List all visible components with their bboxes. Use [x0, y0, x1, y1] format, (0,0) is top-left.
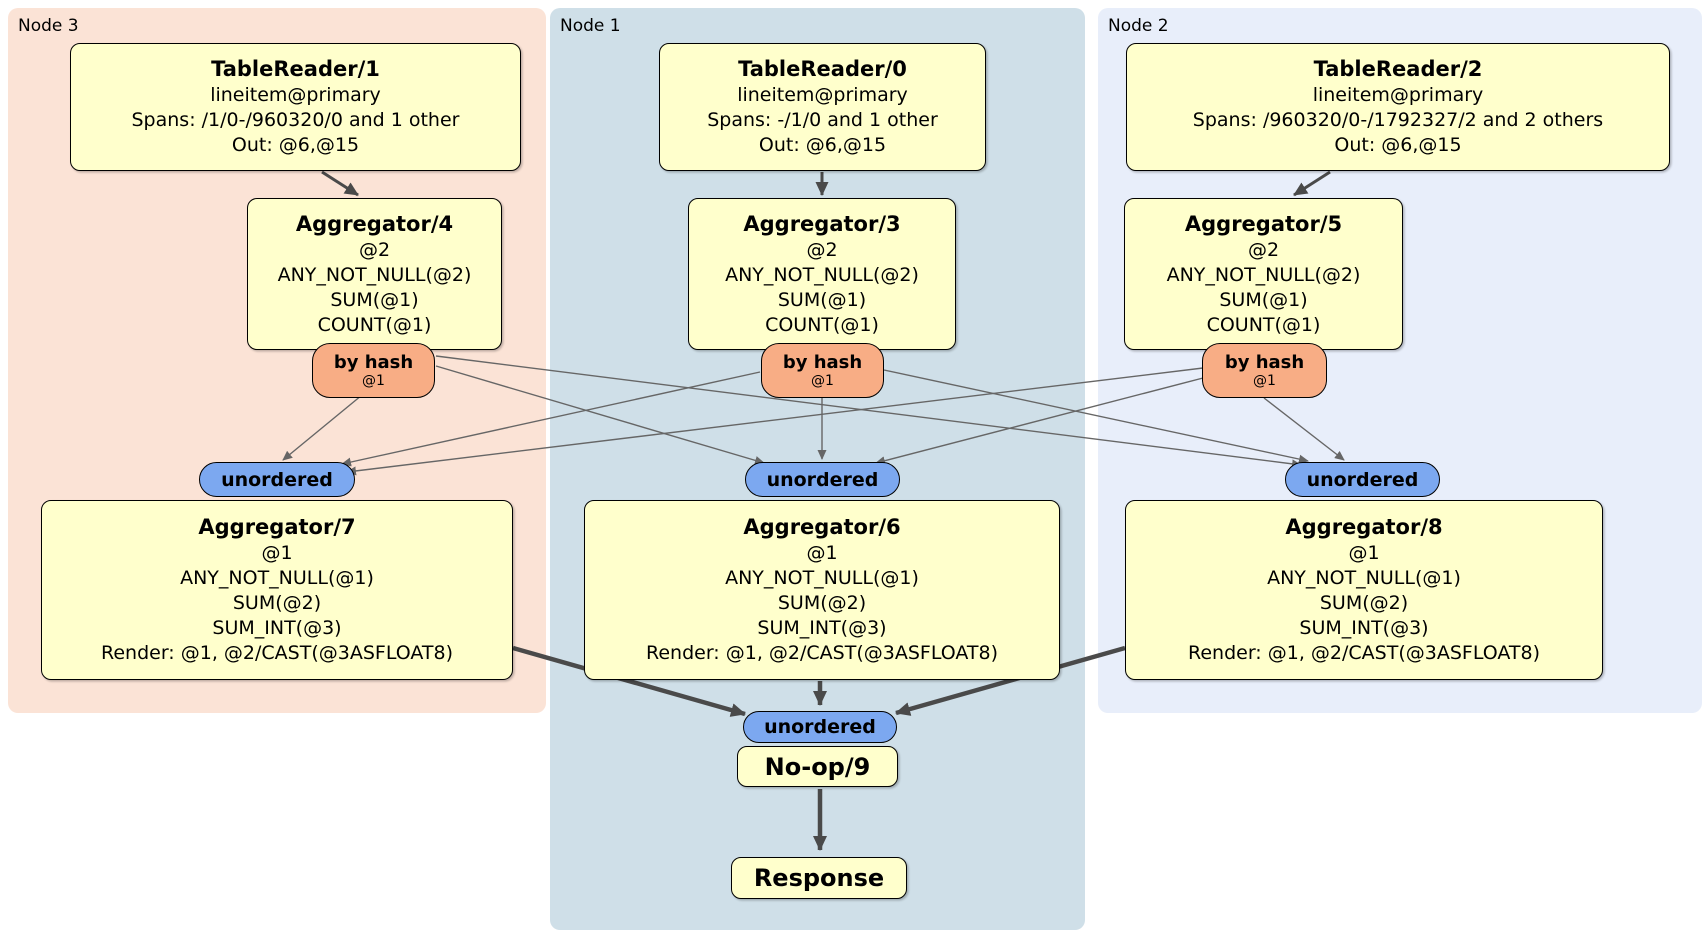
- aggregator-4-fn-anynotnull: ANY_NOT_NULL(@2): [277, 263, 472, 286]
- hash-router-node3-label: by hash: [333, 351, 414, 373]
- hash-router-node1-detail: @1: [811, 372, 834, 389]
- edge-tablereader2-aggregator5: [1293, 170, 1331, 197]
- edge-hash2-sync2: [1263, 397, 1345, 461]
- aggregator-5-fn-anynotnull: ANY_NOT_NULL(@2): [1166, 263, 1361, 286]
- sync-unordered-node3-label: unordered: [221, 468, 333, 491]
- edge-hash3-sync1: [435, 365, 765, 465]
- sync-unordered-node3: unordered: [199, 462, 355, 497]
- aggregator-8-fn-anynotnull: ANY_NOT_NULL(@1): [1267, 567, 1461, 589]
- sync-unordered-node2-label: unordered: [1306, 468, 1419, 491]
- aggregator-4-fn-sum: SUM(@1): [330, 288, 419, 311]
- aggregator-7-title: Aggregator/7: [198, 515, 356, 539]
- aggregator-5-title: Aggregator/5: [1184, 211, 1343, 236]
- tablereader-0-out: Out: @6,@15: [758, 134, 887, 156]
- hash-router-node3-detail: @1: [362, 372, 385, 389]
- aggregator-4-title: Aggregator/4: [295, 211, 454, 236]
- tablereader-1-spans: Spans: /1/0-/960320/0 and 1 other: [131, 109, 460, 131]
- aggregator-4-groupcols: @2: [358, 238, 391, 261]
- aggregator-3-box: Aggregator/3 @2 ANY_NOT_NULL(@2) SUM(@1)…: [688, 198, 956, 350]
- hash-router-node2-label: by hash: [1224, 351, 1305, 373]
- edge-hash2-sync3: [346, 367, 1204, 476]
- tablereader-1-box: TableReader/1 lineitem@primary Spans: /1…: [70, 43, 521, 171]
- aggregator-7-fn-sum: SUM(@2): [232, 592, 322, 614]
- hash-router-node3: by hash @1: [312, 343, 435, 398]
- aggregator-7-render: Render: @1, @2/CAST(@3ASFLOAT8): [101, 642, 453, 664]
- aggregator-3-fn-anynotnull: ANY_NOT_NULL(@2): [725, 263, 919, 286]
- edge-hash1-sync2: [883, 369, 1309, 464]
- aggregator-6-groupcols: @1: [806, 542, 838, 564]
- edge-hash1-sync3: [341, 371, 761, 467]
- tablereader-1-title: TableReader/1: [211, 57, 380, 81]
- edge-aggregator7-finalsync: [512, 645, 746, 717]
- tablereader-2-out: Out: @6,@15: [1334, 134, 1462, 156]
- aggregator-6-fn-anynotnull: ANY_NOT_NULL(@1): [725, 567, 919, 589]
- tablereader-1-out: Out: @6,@15: [231, 134, 360, 156]
- sync-unordered-final: unordered: [743, 711, 897, 743]
- aggregator-6-title: Aggregator/6: [743, 515, 901, 539]
- aggregator-8-fn-sumint: SUM_INT(@3): [1299, 617, 1429, 639]
- noop-9-box: No-op/9: [737, 746, 898, 787]
- tablereader-2-title: TableReader/2: [1313, 57, 1483, 81]
- tablereader-0-spans: Spans: -/1/0 and 1 other: [707, 109, 938, 131]
- aggregator-3-title: Aggregator/3: [743, 211, 901, 236]
- aggregator-8-box: Aggregator/8 @1 ANY_NOT_NULL(@1) SUM(@2)…: [1125, 500, 1603, 680]
- aggregator-6-box: Aggregator/6 @1 ANY_NOT_NULL(@1) SUM(@2)…: [584, 500, 1060, 680]
- aggregator-8-groupcols: @1: [1348, 542, 1380, 564]
- aggregator-7-groupcols: @1: [261, 542, 293, 564]
- aggregator-8-fn-sum: SUM(@2): [1319, 592, 1409, 614]
- aggregator-7-fn-sumint: SUM_INT(@3): [212, 617, 342, 639]
- tablereader-0-title: TableReader/0: [738, 57, 907, 81]
- response-title: Response: [753, 864, 885, 892]
- aggregator-7-fn-anynotnull: ANY_NOT_NULL(@1): [180, 567, 374, 589]
- sync-unordered-final-label: unordered: [764, 716, 876, 738]
- hash-router-node2: by hash @1: [1202, 343, 1327, 398]
- edge-hash3-sync2: [435, 355, 1302, 469]
- edge-tablereader1-aggregator4: [321, 170, 359, 197]
- hash-router-node1: by hash @1: [761, 343, 884, 398]
- aggregator-3-fn-count: COUNT(@1): [765, 313, 879, 336]
- aggregator-6-fn-sum: SUM(@2): [777, 592, 867, 614]
- noop-9-title: No-op/9: [764, 752, 871, 781]
- hash-router-node2-detail: @1: [1253, 372, 1276, 389]
- aggregator-8-title: Aggregator/8: [1285, 515, 1443, 539]
- hash-router-node1-label: by hash: [782, 351, 863, 373]
- aggregator-3-groupcols: @2: [806, 238, 838, 261]
- tablereader-2-box: TableReader/2 lineitem@primary Spans: /9…: [1126, 43, 1670, 171]
- aggregator-5-fn-sum: SUM(@1): [1219, 288, 1308, 311]
- response-box: Response: [731, 857, 907, 899]
- node2-region-label: Node 2: [1108, 16, 1169, 36]
- aggregator-5-box: Aggregator/5 @2 ANY_NOT_NULL(@2) SUM(@1)…: [1124, 198, 1403, 350]
- node3-region-label: Node 3: [18, 16, 79, 36]
- sync-unordered-node1-label: unordered: [766, 468, 879, 491]
- aggregator-7-box: Aggregator/7 @1 ANY_NOT_NULL(@1) SUM(@2)…: [41, 500, 513, 680]
- aggregator-5-groupcols: @2: [1247, 238, 1280, 261]
- edge-aggregator8-finalsync: [895, 645, 1126, 716]
- tablereader-0-index: lineitem@primary: [737, 84, 908, 106]
- sync-unordered-node1: unordered: [745, 462, 900, 497]
- tablereader-0-box: TableReader/0 lineitem@primary Spans: -/…: [659, 43, 986, 171]
- aggregator-6-render: Render: @1, @2/CAST(@3ASFLOAT8): [646, 642, 998, 664]
- aggregator-4-fn-count: COUNT(@1): [317, 313, 432, 336]
- sync-unordered-node2: unordered: [1285, 462, 1440, 497]
- aggregator-6-fn-sumint: SUM_INT(@3): [757, 617, 887, 639]
- node1-region-label: Node 1: [560, 16, 621, 36]
- tablereader-2-index: lineitem@primary: [1312, 84, 1484, 106]
- tablereader-1-index: lineitem@primary: [210, 84, 381, 106]
- tablereader-2-spans: Spans: /960320/0-/1792327/2 and 2 others: [1192, 109, 1604, 131]
- aggregator-5-fn-count: COUNT(@1): [1206, 313, 1321, 336]
- aggregator-8-render: Render: @1, @2/CAST(@3ASFLOAT8): [1188, 642, 1540, 664]
- edge-hash3-sync3: [282, 385, 374, 461]
- edge-hash2-sync1: [875, 377, 1204, 466]
- aggregator-3-fn-sum: SUM(@1): [777, 288, 867, 311]
- aggregator-4-box: Aggregator/4 @2 ANY_NOT_NULL(@2) SUM(@1)…: [247, 198, 502, 350]
